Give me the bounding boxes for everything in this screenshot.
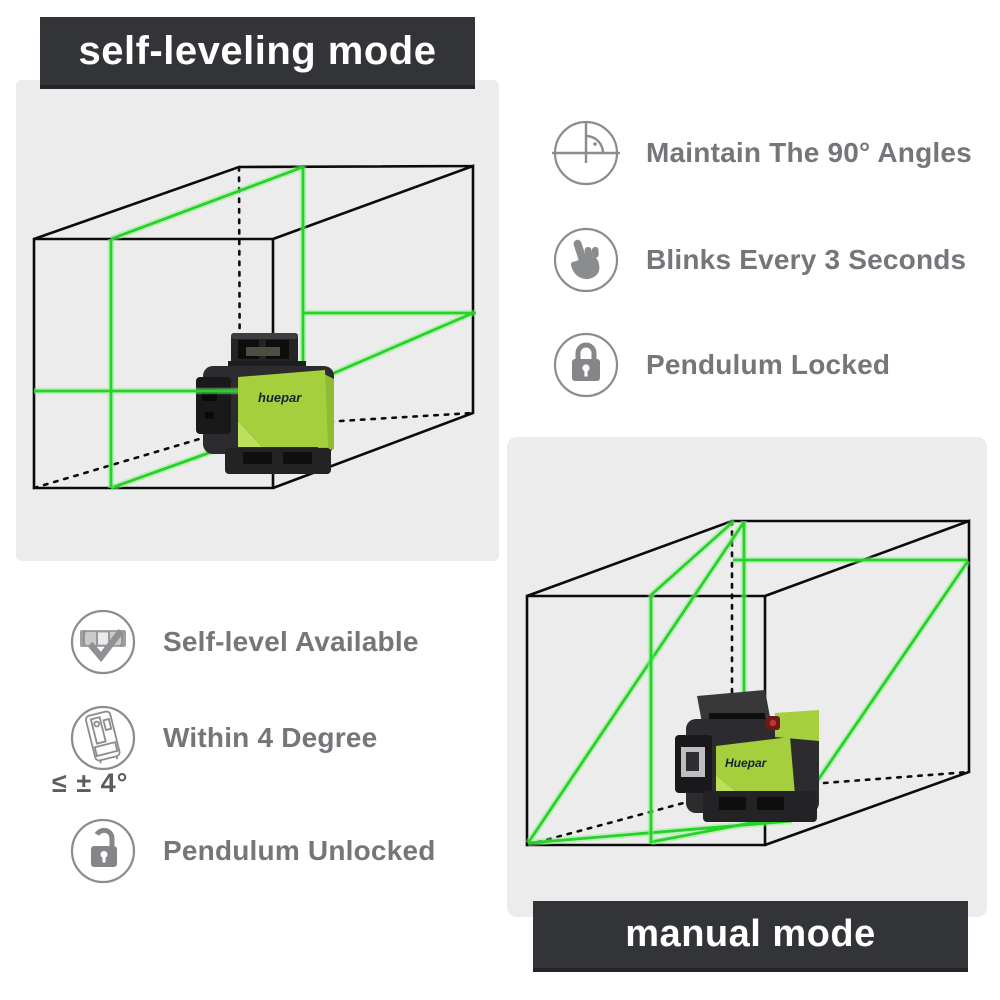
tilt-range-caption: ≤ ± 4° [52, 768, 129, 798]
feature-row: Maintain The 90° Angles [551, 118, 972, 188]
manual-mode-banner: manual mode [533, 901, 968, 972]
feature-label: Maintain The 90° Angles [646, 137, 972, 168]
laser-lines-front [34, 239, 238, 488]
feature-row: Pendulum Locked [551, 330, 890, 400]
feature-label: Blinks Every 3 Seconds [646, 244, 967, 275]
feature-label: Pendulum Unlocked [163, 835, 436, 866]
laser-lines-behind [109, 163, 476, 492]
self-leveling-diagram-panel [16, 80, 499, 561]
self-leveling-mode-banner: self-leveling mode [40, 17, 475, 89]
feature-label: Within 4 Degree [163, 722, 378, 753]
feature-row: Self-level Available [68, 607, 419, 677]
tilted-device-icon [70, 705, 136, 771]
laser-level-device: Huepar [675, 690, 819, 822]
laser-level-device: huepar [196, 333, 334, 474]
padlock-locked-icon [553, 332, 619, 398]
cube-hidden-edges [32, 165, 475, 490]
level-vial-check-icon [70, 609, 136, 675]
angle-90-icon [552, 120, 620, 186]
self-leveling-cube: huepar [32, 163, 476, 492]
laser-lines-behind [525, 518, 971, 847]
feature-label: Self-level Available [163, 626, 419, 657]
feature-row: Pendulum Unlocked [68, 816, 436, 886]
feature-row: Within 4 Degree [68, 703, 377, 773]
device-base [225, 448, 331, 474]
side-bracket [196, 377, 231, 434]
brand-logo: huepar [258, 390, 302, 405]
feature-row: Blinks Every 3 Seconds [551, 225, 966, 295]
manual-cube: Huepar [525, 518, 971, 847]
brand-logo: Huepar [725, 756, 768, 770]
tap-hand-icon [553, 227, 619, 293]
feature-label: Pendulum Locked [646, 349, 891, 380]
padlock-unlocked-icon [70, 818, 136, 884]
